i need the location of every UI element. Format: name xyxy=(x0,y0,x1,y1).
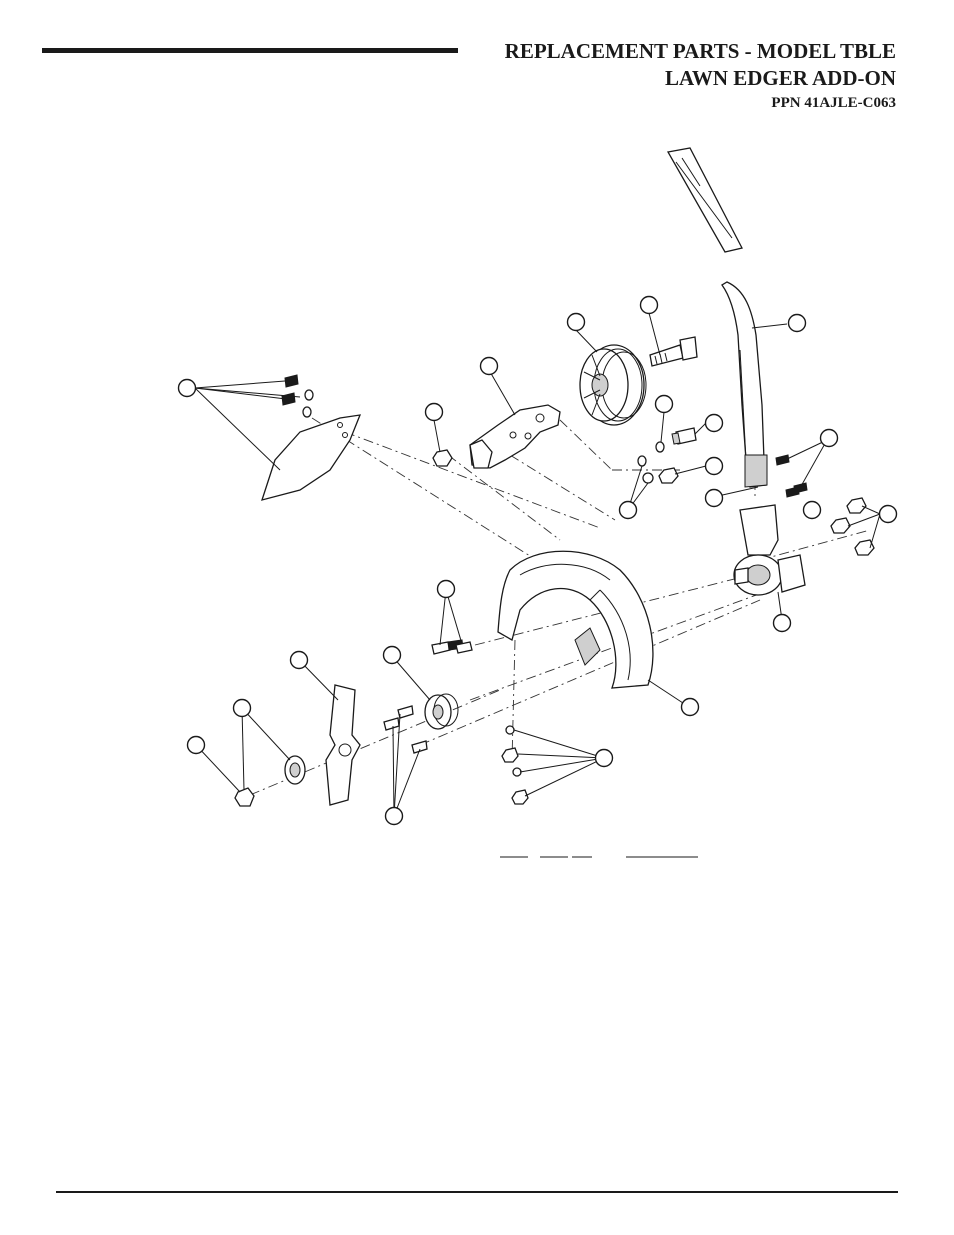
gearbox-housing xyxy=(733,504,806,596)
guard-bolts xyxy=(431,639,473,655)
wheel xyxy=(579,344,647,426)
bearing xyxy=(424,693,459,730)
page-subtitle: LAWN EDGER ADD-ON xyxy=(664,66,896,90)
blade-washer xyxy=(284,755,306,785)
clamp-screws xyxy=(775,454,808,498)
blade-guard xyxy=(497,550,654,689)
bracket-nut xyxy=(432,449,453,467)
edger-blade xyxy=(325,684,361,806)
title-block: REPLACEMENT PARTS - MODEL TBLE LAWN EDGE… xyxy=(505,38,896,114)
leader-lines xyxy=(194,312,881,817)
bearing-bolts xyxy=(383,705,428,754)
header-rule xyxy=(42,48,458,53)
part-number: PPN 41AJLE-C063 xyxy=(771,95,896,111)
upper-shaft-tube xyxy=(666,147,743,253)
deflector-plate xyxy=(261,414,362,501)
hex-nuts-right xyxy=(830,497,875,556)
lower-shaft-tube xyxy=(721,281,768,488)
page-title: REPLACEMENT PARTS - MODEL TBLE xyxy=(504,39,896,63)
blade-nut xyxy=(234,787,255,807)
axle-bolt xyxy=(649,336,698,367)
wheel-hardware xyxy=(637,427,697,484)
callout-circles xyxy=(177,295,898,826)
footer-rule xyxy=(56,1191,898,1193)
guard-nuts-washers xyxy=(501,725,529,805)
wheel-bracket xyxy=(469,404,561,469)
